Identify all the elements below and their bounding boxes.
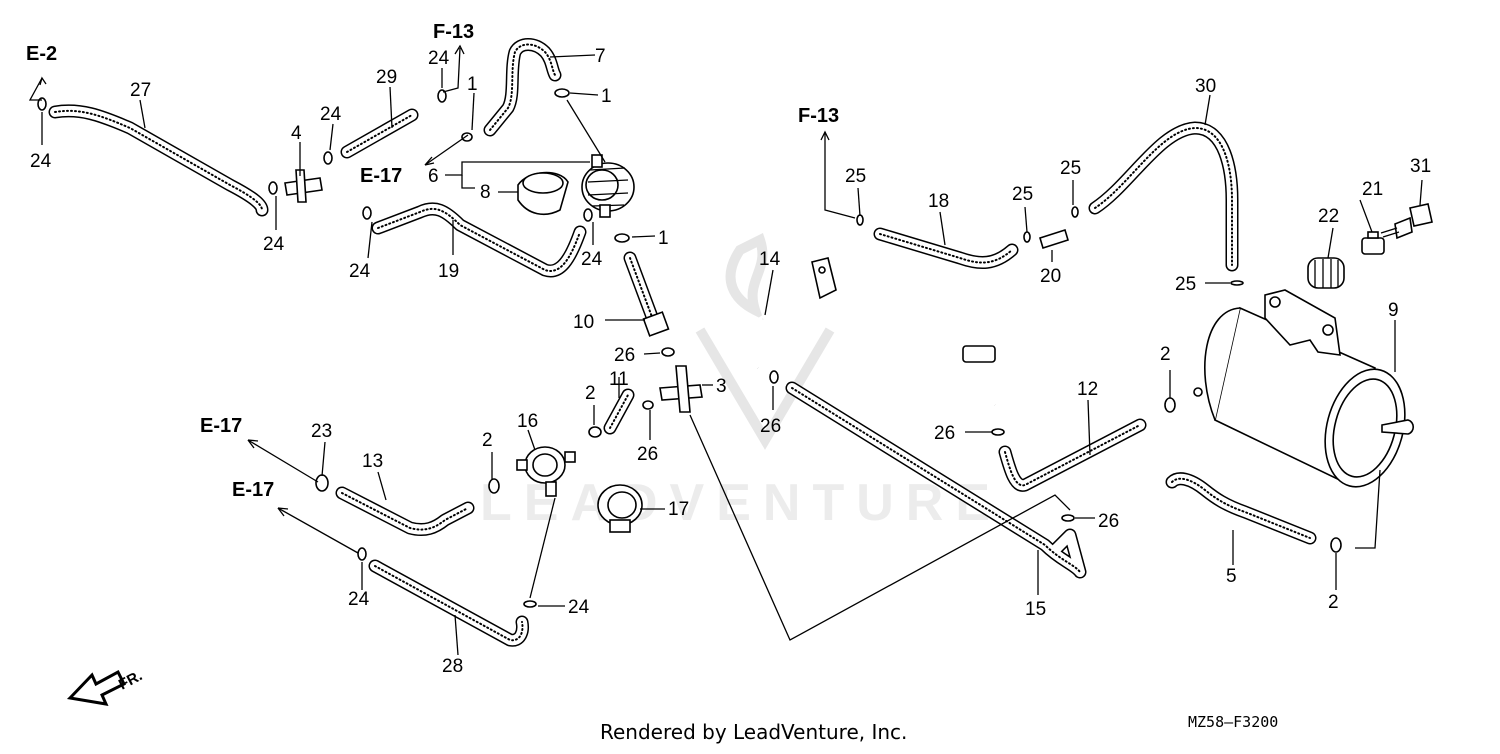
part-label-4[interactable]: 4 (291, 123, 302, 144)
svg-text:LEADVENTURE: LEADVENTURE (480, 474, 1002, 532)
hose-12 (998, 418, 1147, 492)
part-label-9[interactable]: 9 (1388, 300, 1399, 321)
part-label-1[interactable]: 1 (658, 228, 669, 249)
leader-lines (41, 54, 1423, 656)
front-label: FR. (116, 667, 145, 693)
hose-28 (368, 559, 529, 647)
part-label-8[interactable]: 8 (480, 182, 491, 203)
part-label-2[interactable]: 2 (1328, 592, 1339, 613)
hose-29 (340, 108, 419, 159)
part-label-15[interactable]: 15 (1025, 599, 1046, 620)
part-label-27[interactable]: 27 (130, 80, 151, 101)
tee-3 (659, 365, 703, 413)
part-label-25[interactable]: 25 (845, 166, 866, 187)
front-direction-arrow: FR. (66, 667, 145, 706)
watermark: LEADVENTURE (480, 232, 1002, 532)
part-label-24[interactable]: 24 (428, 48, 450, 69)
part-label-6[interactable]: 6 (428, 166, 439, 187)
hose-15 (785, 381, 1087, 579)
hose-7 (483, 38, 562, 137)
clamp-17 (597, 484, 643, 533)
ref-e17-mid[interactable]: E-17 (200, 415, 242, 437)
part-label-12[interactable]: 12 (1077, 379, 1098, 400)
hose-11 (603, 388, 635, 435)
part-label-24[interactable]: 24 (568, 597, 590, 618)
ref-f13-right[interactable]: F-13 (798, 105, 839, 127)
diagram-code: MZ58—F3200 (1188, 713, 1278, 731)
hose-30 (1088, 121, 1239, 272)
part-label-5[interactable]: 5 (1226, 566, 1237, 587)
part-label-14[interactable]: 14 (759, 249, 781, 270)
part-label-13[interactable]: 13 (362, 451, 383, 472)
part-label-24[interactable]: 24 (349, 261, 371, 282)
part-label-23[interactable]: 23 (311, 421, 332, 442)
part-label-24[interactable]: 24 (30, 151, 52, 172)
part-label-24[interactable]: 24 (581, 249, 603, 270)
hose-13 (335, 486, 475, 537)
part-label-7[interactable]: 7 (595, 46, 606, 67)
hose-5 (1165, 472, 1317, 545)
part-label-3[interactable]: 3 (716, 376, 727, 397)
reference-arrows (28, 44, 856, 554)
hose-27 (48, 104, 269, 217)
part-label-19[interactable]: 19 (438, 261, 459, 282)
hose-10 (623, 251, 670, 337)
part-label-1[interactable]: 1 (467, 74, 478, 95)
part-number-labels: 27 24 24 29 4 24 24 1 7 1 6 8 24 19 24 1… (30, 46, 1431, 677)
part-label-2[interactable]: 2 (482, 430, 493, 451)
part-label-2[interactable]: 2 (1160, 344, 1171, 365)
part-label-21[interactable]: 21 (1362, 179, 1383, 200)
part-label-25[interactable]: 25 (1012, 184, 1033, 205)
part-label-26[interactable]: 26 (760, 416, 781, 437)
part-label-2[interactable]: 2 (585, 383, 596, 404)
part-label-18[interactable]: 18 (928, 191, 949, 212)
canister-9 (1193, 289, 1415, 488)
part-label-17[interactable]: 17 (668, 499, 689, 520)
footer-credit: Rendered by LeadVenture, Inc. (600, 720, 907, 744)
hose-19 (371, 202, 587, 278)
collar-21 (1361, 231, 1385, 255)
part-label-28[interactable]: 28 (442, 656, 463, 677)
ref-e2[interactable]: E-2 (26, 43, 57, 65)
pipe-14 (727, 257, 997, 406)
part-label-24[interactable]: 24 (263, 234, 285, 255)
part-label-22[interactable]: 22 (1318, 206, 1339, 227)
part-label-26[interactable]: 26 (614, 345, 635, 366)
ref-e17-top[interactable]: E-17 (360, 165, 402, 187)
hose-18 (873, 227, 1019, 269)
bracket-8 (517, 171, 569, 216)
ref-f13-left[interactable]: F-13 (433, 21, 474, 43)
part-label-20[interactable]: 20 (1040, 266, 1061, 287)
bolt-31 (1380, 203, 1433, 240)
part-label-30[interactable]: 30 (1195, 76, 1216, 97)
joint-4 (284, 169, 323, 203)
joint-20 (1039, 228, 1069, 250)
rubber-22 (1307, 257, 1345, 289)
part-label-24[interactable]: 24 (348, 589, 370, 610)
ref-e17-bottom[interactable]: E-17 (232, 479, 274, 501)
part-label-16[interactable]: 16 (517, 411, 538, 432)
part-label-1[interactable]: 1 (601, 86, 612, 107)
part-label-26[interactable]: 26 (1098, 511, 1119, 532)
part-label-11[interactable]: 11 (609, 369, 629, 390)
part-label-29[interactable]: 29 (376, 67, 397, 88)
valve-6 (581, 154, 635, 218)
small-clamps (37, 88, 1342, 608)
valve-16 (516, 446, 576, 497)
part-label-25[interactable]: 25 (1060, 158, 1081, 179)
part-label-31[interactable]: 31 (1410, 156, 1431, 177)
part-label-24[interactable]: 24 (320, 104, 342, 125)
part-label-26[interactable]: 26 (934, 423, 955, 444)
part-label-25[interactable]: 25 (1175, 274, 1196, 295)
part-label-26[interactable]: 26 (637, 444, 658, 465)
part-label-10[interactable]: 10 (573, 312, 594, 333)
